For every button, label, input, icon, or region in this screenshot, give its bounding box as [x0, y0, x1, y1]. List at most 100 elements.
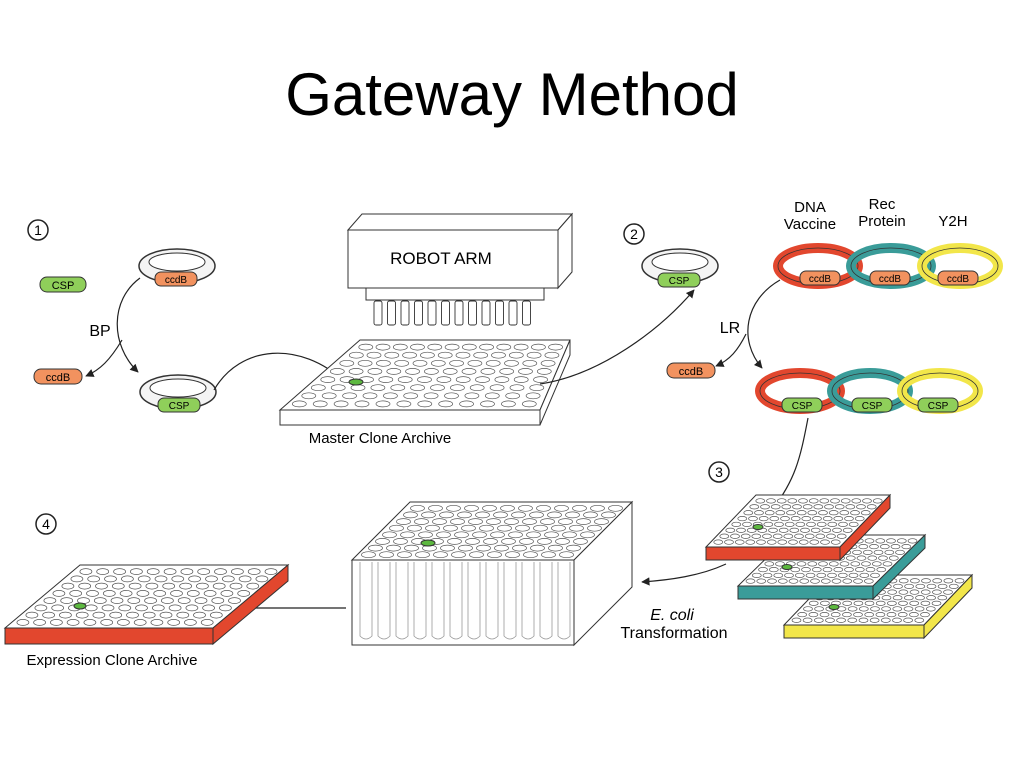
- plate-well: [854, 516, 865, 522]
- plate-well: [926, 583, 937, 589]
- plate-well: [844, 516, 854, 522]
- plate-well: [872, 498, 883, 504]
- plate-well: [862, 549, 873, 555]
- plate-well: [886, 612, 897, 618]
- deep-well-tube: [557, 562, 571, 640]
- plate-well: [184, 619, 197, 626]
- plate-well: [70, 575, 84, 583]
- plate-well: [375, 343, 391, 351]
- plate-well: [788, 578, 799, 584]
- plate-well: [573, 538, 588, 545]
- plate-well: [895, 549, 905, 555]
- plate-well: [548, 544, 563, 552]
- plate-well: [425, 524, 440, 532]
- plate-well: [468, 518, 483, 525]
- plate-well: [818, 561, 828, 567]
- plate-well: [513, 343, 529, 351]
- plate-well: [185, 604, 199, 612]
- plate-well: [209, 611, 223, 619]
- plate-well: [880, 617, 891, 623]
- plate-well: [806, 521, 816, 527]
- plate-well: [768, 567, 779, 573]
- plate-well: [443, 524, 458, 532]
- plate-well: [523, 551, 538, 559]
- pipette-tip: [522, 300, 531, 326]
- plate-well: [838, 521, 848, 527]
- plate-well: [255, 575, 269, 583]
- plate-well: [490, 531, 505, 539]
- deep-well-tube: [485, 562, 499, 640]
- plate-well: [875, 600, 886, 606]
- deep-well-block: [350, 500, 634, 647]
- plate-well: [494, 376, 510, 383]
- plate-well: [390, 384, 406, 392]
- plate-well: [865, 567, 876, 573]
- plate-well: [828, 561, 839, 567]
- plate-well: [407, 524, 422, 532]
- plate-well: [458, 544, 473, 552]
- plate-well: [811, 567, 822, 573]
- plate-well: [312, 400, 328, 408]
- plate-well: [888, 555, 899, 561]
- plate-well: [830, 612, 841, 618]
- deep-well-tube: [359, 562, 373, 640]
- plate-well: [554, 504, 569, 512]
- plate-well: [354, 400, 370, 408]
- plate-well: [394, 359, 410, 367]
- svg-text:CSP: CSP: [792, 401, 813, 412]
- deep-well-tube: [539, 562, 553, 640]
- plate-well: [943, 578, 954, 584]
- transformation-plate-red: [704, 493, 892, 562]
- plate-well: [881, 606, 891, 612]
- plate-well: [827, 572, 837, 578]
- plate-well: [932, 589, 942, 595]
- plate-well: [428, 504, 443, 512]
- plate-well: [848, 521, 859, 527]
- plate-well: [194, 597, 208, 604]
- plate-well: [536, 504, 551, 512]
- plate-well: [440, 544, 455, 552]
- plate-well: [828, 510, 839, 516]
- plate-well: [803, 606, 813, 612]
- plate-well: [869, 544, 879, 550]
- plate-well: [366, 351, 382, 359]
- plate-well: [745, 539, 756, 545]
- plate-well: [869, 617, 880, 623]
- plate-well: [834, 504, 845, 510]
- plate-well: [444, 343, 460, 351]
- plate-well: [86, 590, 99, 597]
- plate-well: [95, 582, 108, 590]
- plate-well: [438, 400, 454, 408]
- plate-well: [455, 376, 471, 383]
- plate-well: [798, 498, 808, 504]
- plate-well: [790, 567, 801, 573]
- plate-well: [768, 527, 778, 533]
- plate-well: [412, 359, 428, 367]
- plate-well: [796, 510, 807, 516]
- plate-well: [357, 359, 373, 367]
- plate-well: [833, 567, 844, 573]
- svg-text:CSP: CSP: [862, 401, 883, 412]
- deep-well-tube: [395, 562, 409, 640]
- svg-text:CSP: CSP: [669, 276, 690, 287]
- plate-well: [117, 619, 130, 626]
- plate-well: [871, 561, 882, 567]
- plate-well: [375, 400, 391, 408]
- plate-well: [330, 384, 346, 392]
- plate-well: [856, 504, 866, 510]
- plate-well: [540, 518, 555, 525]
- plate-well: [133, 619, 147, 626]
- plate-well: [903, 606, 914, 612]
- plate-well: [127, 597, 141, 604]
- plate-well: [310, 384, 326, 392]
- plate-well: [25, 611, 39, 619]
- plate-well: [864, 538, 875, 544]
- plate-well: [853, 612, 863, 618]
- plate-well: [136, 590, 150, 597]
- plate-well: [813, 617, 824, 623]
- plate-well: [794, 572, 805, 578]
- plate-well: [731, 521, 742, 527]
- plate-well: [808, 498, 819, 504]
- plate-well: [840, 498, 851, 504]
- plate-well: [329, 368, 345, 375]
